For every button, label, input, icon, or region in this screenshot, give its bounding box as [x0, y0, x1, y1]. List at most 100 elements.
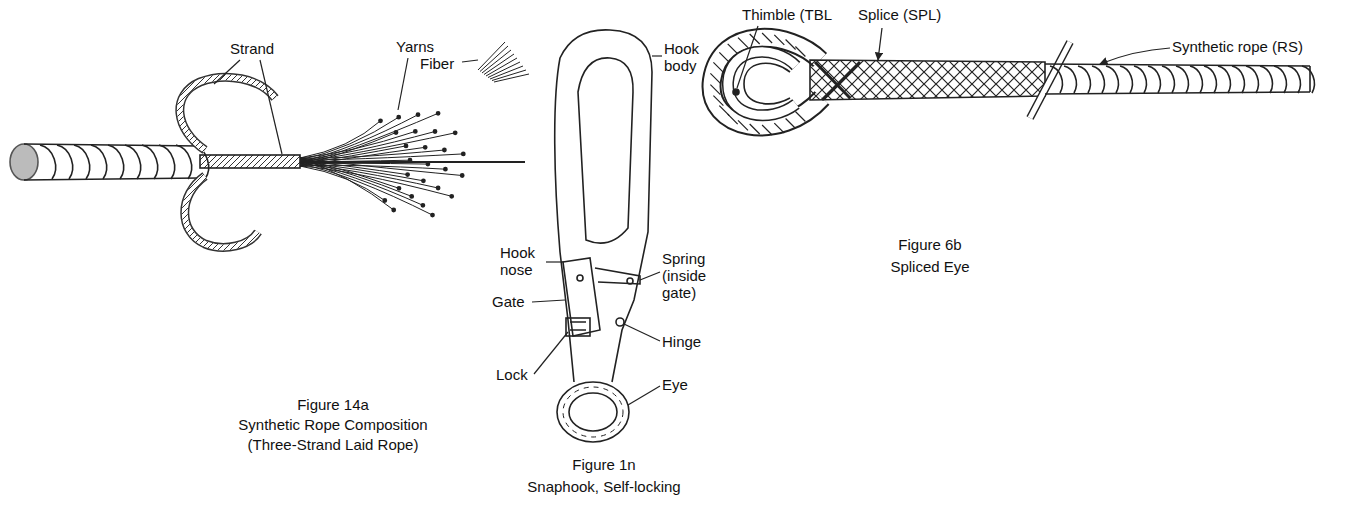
yarn-end — [454, 131, 457, 134]
twist-stroke — [1246, 66, 1258, 93]
twist-stroke — [1260, 66, 1272, 93]
twist-stroke — [1064, 66, 1076, 93]
figure-caption: (Three-Strand Laid Rope) — [203, 436, 463, 453]
twist-stroke — [1176, 66, 1188, 93]
fiber-stroke — [494, 74, 529, 82]
twist-stroke — [1092, 66, 1104, 93]
part-label: Splice (SPL) — [858, 6, 968, 23]
twist-stroke — [57, 145, 73, 179]
fiber-stroke — [486, 58, 517, 76]
part-label: Lock — [496, 366, 540, 383]
twist-stroke — [159, 145, 175, 179]
twist-stroke — [738, 120, 748, 130]
twist-stroke — [1050, 66, 1062, 93]
yarn-end — [406, 173, 409, 176]
snaphook — [555, 30, 652, 442]
figure-number: Figure 6b — [800, 236, 1060, 253]
fiber-stroke — [488, 62, 520, 78]
twist-stroke — [710, 73, 720, 83]
yarn-stroke — [300, 166, 385, 201]
twist-stroke — [786, 40, 796, 50]
twist-stroke — [1106, 66, 1118, 93]
twist-stroke — [710, 85, 720, 95]
yarn-stroke — [300, 166, 452, 196]
twist-stroke — [1302, 66, 1314, 93]
yarn-end — [379, 119, 382, 122]
twist-stroke — [728, 44, 738, 54]
yarn-end — [443, 148, 446, 151]
yarn-end — [397, 116, 400, 119]
leader-lines — [214, 58, 478, 154]
yarn-end — [383, 199, 386, 202]
twist-stroke — [142, 145, 158, 179]
twist-stroke — [762, 125, 772, 135]
three-strand-rope — [10, 42, 529, 247]
yarn-end — [414, 130, 417, 133]
yarn-end — [431, 214, 434, 217]
part-label: Spring (inside gate) — [662, 250, 726, 301]
yarn-end — [450, 195, 453, 198]
figure-caption: Snaphook, Self-locking — [474, 478, 734, 495]
twist-stroke — [1288, 66, 1300, 93]
twist-stroke — [750, 124, 760, 134]
yarn-end — [410, 195, 413, 198]
yarn-stroke — [300, 150, 444, 158]
twist-stroke — [1148, 66, 1160, 93]
twist-stroke — [74, 145, 90, 179]
yarn-end — [404, 144, 407, 147]
twist-stroke — [125, 145, 141, 179]
twist-stroke — [1078, 66, 1090, 93]
yarn-stroke — [300, 154, 463, 160]
twist-stroke — [719, 106, 729, 116]
twist-stroke — [738, 38, 748, 48]
part-label: Hinge — [662, 333, 722, 350]
twist-stroke — [719, 52, 729, 62]
twist-stroke — [786, 119, 796, 129]
twist-stroke — [1274, 66, 1286, 93]
yarn-end — [394, 131, 397, 134]
twist-stroke — [1204, 66, 1216, 93]
yarn-end — [424, 146, 427, 149]
yarn-end — [416, 113, 419, 116]
figure-caption: Synthetic Rope Composition — [203, 416, 463, 433]
twist-stroke — [1162, 66, 1174, 93]
figure-number: Figure 14a — [203, 396, 463, 413]
twist-stroke — [176, 145, 192, 179]
twist-stroke — [713, 96, 723, 106]
part-label: Hook nose — [500, 244, 548, 278]
yarn-stroke — [300, 164, 433, 215]
twist-stroke — [774, 123, 784, 133]
part-label: Synthetic rope (RS) — [1172, 38, 1342, 55]
yarn-end — [461, 174, 464, 177]
twist-stroke — [40, 145, 56, 179]
part-label: Fiber — [420, 55, 470, 72]
part-label: Thimble (TBL — [742, 6, 852, 23]
twist-stroke — [1120, 66, 1132, 93]
twist-stroke — [774, 35, 784, 45]
part-label: Yarns — [396, 38, 456, 55]
figure-number: Figure 1n — [474, 456, 734, 473]
yarn-end — [392, 208, 395, 211]
twist-stroke — [1232, 66, 1244, 93]
figure-caption: Spliced Eye — [800, 258, 1060, 275]
part-label: Eye — [662, 376, 702, 393]
yarn-end — [444, 168, 447, 171]
twist-stroke — [1218, 66, 1230, 93]
yarn-end — [437, 186, 440, 189]
yarn-end — [437, 112, 440, 115]
twist-stroke — [1190, 66, 1202, 93]
twist-stroke — [108, 145, 124, 179]
yarn-end — [462, 152, 465, 155]
twist-stroke — [795, 112, 805, 122]
yarn-end — [433, 130, 436, 133]
part-label: Hook body — [664, 40, 716, 74]
leader-lines — [737, 26, 1170, 88]
part-label: Strand — [230, 40, 300, 57]
part-label: Gate — [492, 293, 536, 310]
yarn-end — [421, 204, 424, 207]
twist-stroke — [91, 145, 107, 179]
yarn-end — [422, 179, 425, 182]
twist-stroke — [713, 62, 723, 72]
twist-stroke — [762, 33, 772, 43]
